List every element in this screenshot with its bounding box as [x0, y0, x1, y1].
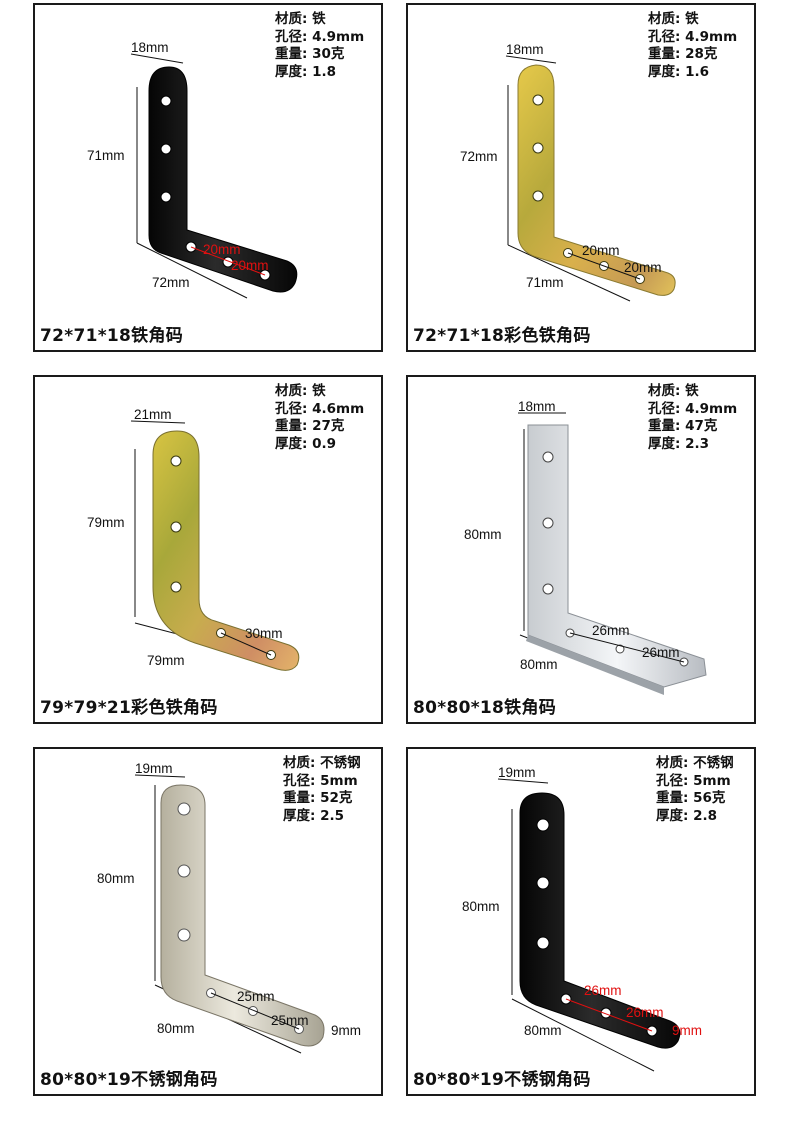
dim-spacing-1: 20mm	[203, 242, 241, 257]
dim-spacing-2: 20mm	[231, 258, 269, 273]
spec-weight: 重量: 56克	[656, 790, 726, 806]
product-caption: 72*71*18彩色铁角码	[413, 326, 591, 346]
product-card-1: 18mm 71mm 72mm 20mm 20mm 材质: 铁 孔径: 4.9mm…	[33, 3, 383, 352]
spec-thickness: 厚度: 1.6	[648, 63, 710, 80]
dim-length: 72mm	[152, 275, 190, 290]
dim-spacing-1: 20mm	[582, 243, 620, 258]
bracket-image-6: 19mm 80mm 80mm 26mm 26mm 9mm	[462, 765, 702, 1072]
product-caption: 80*80*18铁角码	[413, 698, 557, 718]
dim-length: 80mm	[524, 1023, 562, 1038]
product-card-3: 21mm 79mm 79mm 30mm 材质: 铁 孔径: 4.6mm 重量: …	[33, 375, 383, 724]
product-caption: 80*80*19不锈钢角码	[413, 1070, 591, 1090]
spec-weight: 重量: 27克	[275, 418, 345, 434]
bracket-image-2: 18mm 72mm 71mm 20mm 20mm	[460, 42, 676, 302]
dim-width: 18mm	[131, 40, 169, 55]
bracket-shape	[527, 424, 707, 688]
bracket-image-5: 19mm 80mm 80mm 25mm 25mm 9mm	[97, 761, 361, 1054]
bracket-shape	[519, 792, 681, 1049]
dim-edge: 9mm	[672, 1023, 702, 1038]
spec-hole: 孔径: 4.9mm	[648, 28, 738, 45]
spec-material: 材质: 不锈钢	[656, 755, 734, 771]
spec-thickness: 厚度: 0.9	[275, 435, 337, 452]
bracket-shape	[148, 66, 298, 293]
spec-weight: 重量: 30克	[275, 46, 345, 62]
product-caption: 72*71*18铁角码	[40, 326, 184, 346]
spec-hole: 孔径: 5mm	[656, 772, 731, 789]
spec-hole: 孔径: 5mm	[283, 772, 358, 789]
dim-length: 80mm	[157, 1021, 195, 1036]
spec-list: 材质: 铁 孔径: 4.6mm 重量: 27克 厚度: 0.9	[275, 383, 364, 453]
dim-height: 71mm	[87, 148, 125, 163]
product-caption: 80*80*19不锈钢角码	[40, 1070, 218, 1090]
spec-hole: 孔径: 4.9mm	[648, 400, 738, 417]
spec-list: 材质: 不锈钢 孔径: 5mm 重量: 52克 厚度: 2.5	[283, 755, 361, 825]
spec-weight: 重量: 28克	[648, 46, 718, 62]
spec-thickness: 厚度: 2.5	[283, 807, 345, 824]
spec-thickness: 厚度: 2.8	[656, 807, 718, 824]
dim-height: 72mm	[460, 149, 498, 164]
product-caption: 79*79*21彩色铁角码	[40, 698, 218, 718]
spec-hole: 孔径: 4.6mm	[275, 400, 365, 417]
dim-spacing-1: 30mm	[245, 626, 283, 641]
spec-list: 材质: 铁 孔径: 4.9mm 重量: 30克 厚度: 1.8	[275, 11, 364, 81]
dim-height: 80mm	[462, 899, 500, 914]
dim-width: 21mm	[134, 407, 172, 422]
dim-spacing-2: 25mm	[271, 1013, 309, 1028]
dim-length: 79mm	[147, 653, 185, 668]
spec-thickness: 厚度: 2.3	[648, 435, 710, 452]
dim-width: 18mm	[518, 399, 556, 414]
spec-weight: 重量: 47克	[648, 418, 718, 434]
bracket-shape	[517, 64, 676, 296]
spec-material: 材质: 铁	[648, 11, 699, 27]
dim-spacing-2: 26mm	[642, 645, 680, 660]
dim-width: 19mm	[135, 761, 173, 776]
bracket-shape	[152, 430, 300, 671]
product-card-5: 19mm 80mm 80mm 25mm 25mm 9mm 材质: 不锈钢 孔径:…	[33, 747, 383, 1096]
spec-hole: 孔径: 4.9mm	[275, 28, 365, 45]
dim-width: 18mm	[506, 42, 544, 57]
dim-edge: 9mm	[331, 1023, 361, 1038]
dim-spacing-1: 26mm	[592, 623, 630, 638]
bracket-shape	[160, 784, 325, 1047]
spec-list: 材质: 不锈钢 孔径: 5mm 重量: 56克 厚度: 2.8	[656, 755, 734, 825]
spec-material: 材质: 铁	[648, 383, 699, 399]
spec-weight: 重量: 52克	[283, 790, 353, 806]
spec-list: 材质: 铁 孔径: 4.9mm 重量: 47克 厚度: 2.3	[648, 383, 737, 453]
dim-length: 80mm	[520, 657, 558, 672]
product-card-6: 19mm 80mm 80mm 26mm 26mm 9mm 材质: 不锈钢 孔径:…	[406, 747, 756, 1096]
dim-spacing-1: 26mm	[584, 983, 622, 998]
dim-height: 79mm	[87, 515, 125, 530]
spec-thickness: 厚度: 1.8	[275, 63, 337, 80]
dim-spacing-2: 26mm	[626, 1005, 664, 1020]
spec-material: 材质: 铁	[275, 11, 326, 27]
dim-length: 71mm	[526, 275, 564, 290]
spec-material: 材质: 不锈钢	[283, 755, 361, 771]
product-card-2: 18mm 72mm 71mm 20mm 20mm 材质: 铁 孔径: 4.9mm…	[406, 3, 756, 352]
dim-spacing-2: 20mm	[624, 260, 662, 275]
dim-width: 19mm	[498, 765, 536, 780]
dim-height: 80mm	[464, 527, 502, 542]
dim-height: 80mm	[97, 871, 135, 886]
bracket-image-3: 21mm 79mm 79mm 30mm	[87, 407, 300, 671]
product-card-4: 18mm 80mm 80mm 26mm 26mm 材质: 铁 孔径: 4.9mm…	[406, 375, 756, 724]
dim-spacing-1: 25mm	[237, 989, 275, 1004]
bracket-image-1: 18mm 71mm 72mm 20mm 20mm	[87, 40, 298, 299]
spec-list: 材质: 铁 孔径: 4.9mm 重量: 28克 厚度: 1.6	[648, 11, 737, 81]
bracket-image-4: 18mm 80mm 80mm 26mm 26mm	[464, 399, 707, 695]
spec-material: 材质: 铁	[275, 383, 326, 399]
